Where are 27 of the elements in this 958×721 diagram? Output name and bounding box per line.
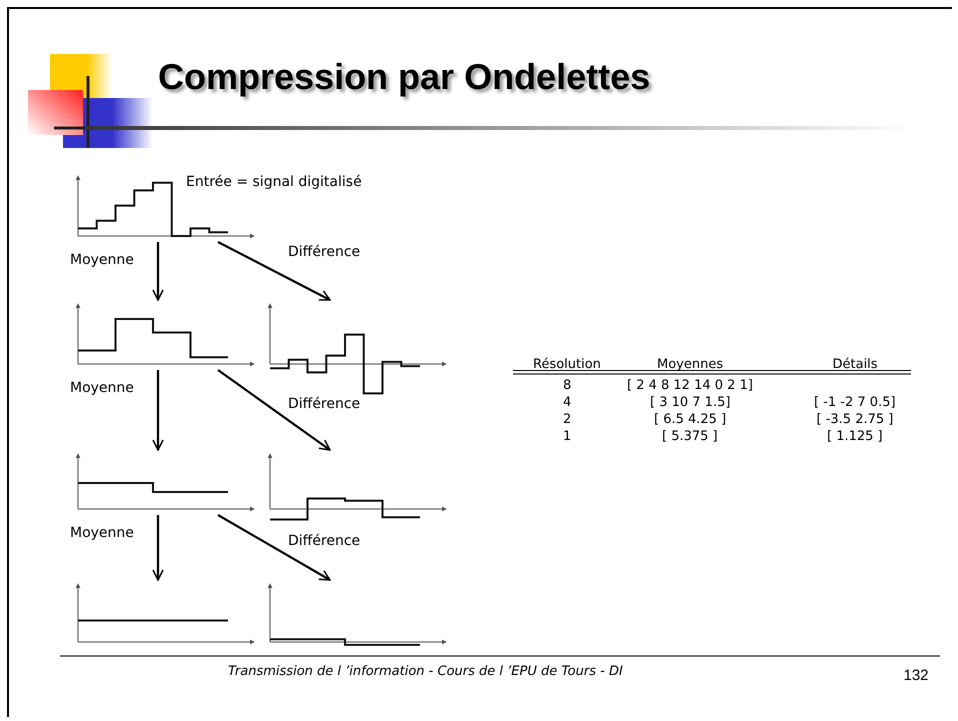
table-cell: [ -3.5 2.75 ] bbox=[816, 412, 894, 427]
footer-text: Transmission de l ’information - Cours de l ’EPU de Tours - DI bbox=[228, 664, 623, 679]
arrow bbox=[218, 241, 331, 301]
edge-label: Moyenne bbox=[70, 525, 134, 542]
table-cell: [ 3 10 7 1.5] bbox=[650, 395, 730, 410]
column-header: Résolution bbox=[533, 357, 601, 372]
table-cell: [ 6.5 4.25 ] bbox=[654, 412, 726, 427]
table-cell: 4 bbox=[563, 395, 572, 410]
table-cell: [ -1 -2 7 0.5] bbox=[814, 395, 896, 410]
table-cell: 2 bbox=[563, 412, 572, 427]
table-cell: [ 1.125 ] bbox=[827, 429, 883, 444]
table-cell: 1 bbox=[563, 429, 572, 444]
edge-label: Moyenne bbox=[70, 380, 134, 397]
arrow bbox=[152, 370, 164, 451]
edge-label: Moyenne bbox=[70, 252, 134, 269]
arrow bbox=[152, 242, 164, 301]
arrow bbox=[217, 514, 331, 581]
arrow bbox=[152, 515, 164, 581]
table-cell: 8 bbox=[563, 378, 572, 393]
page-number: 132 bbox=[904, 667, 929, 684]
arrow bbox=[217, 369, 331, 451]
table-cell: [ 2 4 8 12 14 0 2 1] bbox=[627, 378, 753, 393]
plot-caption: Entrée = signal digitalisé bbox=[186, 174, 362, 191]
column-header: Détails bbox=[832, 357, 878, 372]
slide-title: Compression par Ondelettes bbox=[158, 56, 650, 98]
table-cell: [ 5.375 ] bbox=[662, 429, 718, 444]
column-header: Moyennes bbox=[657, 357, 724, 372]
